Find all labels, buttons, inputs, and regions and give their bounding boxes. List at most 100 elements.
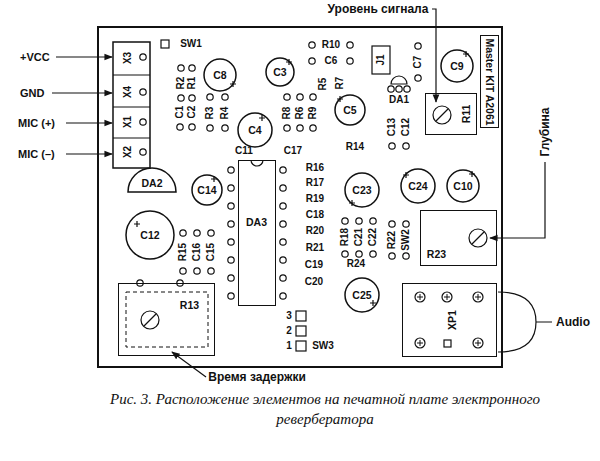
component-label: R3: [205, 107, 215, 120]
solder-pad: [356, 218, 362, 224]
jack-pad-ring: [415, 292, 425, 302]
solder-pad: [284, 125, 290, 131]
component-label: C8: [213, 70, 226, 81]
component-label: SW2: [401, 229, 411, 251]
leader-line: [490, 162, 545, 238]
component-label: R21: [306, 243, 324, 253]
component-label: C7: [413, 56, 423, 69]
leader-line: [432, 9, 436, 102]
jack-pad: [442, 292, 452, 302]
solder-pad: [280, 293, 286, 299]
component-label: C3: [273, 67, 286, 78]
jack-pad-ring: [473, 292, 483, 302]
solder-pad: [180, 230, 186, 236]
pin-label: MIC (+): [18, 118, 55, 129]
solder-pad: [388, 86, 394, 92]
solder-pad: [310, 94, 316, 100]
solder-pad: [140, 54, 146, 60]
capacitor-circle: [238, 113, 272, 147]
component-label: R10: [322, 40, 340, 50]
pad-group: [137, 42, 421, 299]
terminal-divider: [113, 75, 150, 76]
jumper-outline: [372, 46, 390, 74]
component-label: C4: [248, 125, 261, 136]
solder-pad: [403, 253, 409, 259]
capacitor-circle: [447, 170, 479, 202]
component-label: R17: [306, 178, 324, 188]
component-label: C25: [352, 290, 371, 301]
component-label: R23: [427, 248, 446, 259]
pin-label: GND: [20, 88, 44, 99]
solder-pad: [228, 167, 234, 173]
capacitor-circle: [204, 59, 236, 91]
component-label: C19: [305, 260, 323, 270]
component-label: C2: [187, 106, 197, 119]
solder-pad: [389, 253, 395, 259]
component-label: R13: [180, 299, 199, 310]
component-label: C6: [325, 56, 338, 66]
component-label: R16: [306, 163, 324, 173]
pin-number: 3: [286, 311, 292, 321]
component-label: R5: [318, 78, 328, 91]
component-label: XP1: [446, 310, 457, 330]
trimmer-slot: [436, 109, 448, 121]
solder-pad: [370, 218, 376, 224]
component-label: DA3: [246, 216, 267, 227]
callout-label: Глубина: [539, 107, 551, 156]
component-label: R4: [220, 107, 230, 120]
solder-pad: [228, 185, 234, 191]
callout-label: Audio: [556, 316, 590, 328]
capacitor-outline: C5: [334, 94, 366, 126]
solder-pad: [356, 251, 362, 257]
transistor-outline: [391, 76, 407, 84]
component-label: R24: [347, 259, 365, 269]
pin-label: +VCC: [20, 52, 50, 63]
component-label: C14: [197, 185, 216, 196]
component-label: X3: [123, 52, 133, 64]
pin-label: MIC (–): [18, 149, 55, 160]
wire-arrow: [56, 56, 112, 57]
solder-pad: [178, 65, 184, 71]
solder-pad: [177, 124, 183, 130]
component-label: R1: [187, 77, 197, 90]
trimmer-rotor: [469, 229, 487, 247]
component-label: R11: [460, 104, 471, 123]
solder-pad: [194, 268, 200, 274]
solder-pad: [310, 125, 316, 131]
capacitor-circle: [335, 95, 365, 125]
component-label: X2: [123, 146, 133, 158]
trimmer-resistor: R11: [425, 93, 477, 135]
capacitor-outline: C8: [203, 58, 237, 92]
trimmer-resistor: R23: [420, 210, 497, 266]
solder-pad: [208, 268, 214, 274]
solder-pad: [228, 239, 234, 245]
jack-pad-cross: [444, 294, 450, 300]
solder-pad: [280, 203, 286, 209]
square-pad: [296, 341, 306, 351]
jack-pad: [415, 292, 425, 302]
component-label: C16: [192, 243, 202, 261]
pin-number: 2: [286, 326, 292, 336]
component-label: R22: [387, 231, 397, 249]
wire-arrow: [66, 153, 112, 154]
component-label: R18: [340, 228, 350, 246]
solder-pad: [297, 125, 303, 131]
component-label: C17: [284, 146, 302, 156]
brand-box: Master KIT A2061: [480, 35, 499, 128]
terminal-divider: [113, 138, 150, 139]
capacitor-outline: C9: [440, 49, 474, 83]
solder-pad: [415, 75, 421, 81]
solder-pad: [280, 167, 286, 173]
trimmer-body: [126, 292, 208, 347]
solder-pad: [189, 124, 195, 130]
component-label: C24: [408, 181, 427, 192]
solder-pad: [280, 185, 286, 191]
component-label: C18: [306, 210, 324, 220]
capacitor-circle: [126, 211, 174, 259]
solder-pad: [280, 275, 286, 281]
component-label: R2: [176, 77, 186, 90]
component-label: C21: [354, 228, 364, 246]
solder-pad: [140, 149, 146, 155]
component-label: SW3: [312, 341, 334, 351]
